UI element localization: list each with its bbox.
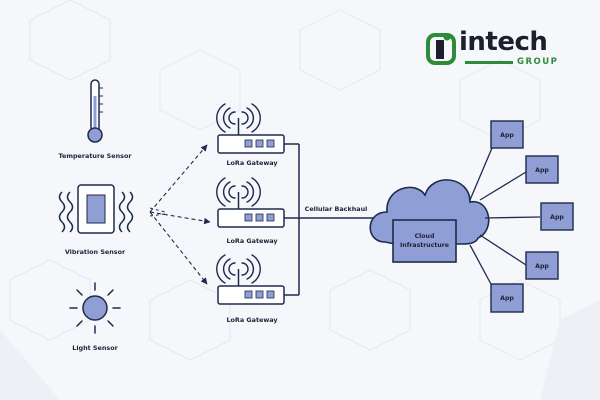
wifi-icon [216, 177, 261, 207]
lora-gateway-1 [216, 103, 285, 154]
sun-icon [69, 282, 121, 334]
intech-logo: intech GROUP [425, 27, 585, 70]
cloud-label-line2: Infrastructure [400, 242, 449, 249]
app-box-4: App [525, 251, 559, 280]
gateway-2-label: LoRa Gateway [226, 237, 278, 245]
app-box-2: App [525, 155, 559, 184]
logo-mark-icon [426, 33, 456, 65]
link-to-gateway-3 [149, 211, 208, 285]
app-box-3: App [540, 202, 574, 231]
app-3-label: App [550, 214, 564, 221]
vibration-icon [58, 184, 134, 234]
cloud-label-line1: Cloud [415, 233, 435, 240]
vibration-sensor-label: Vibration Sensor [65, 248, 126, 256]
app-box-1: App [490, 120, 524, 149]
app-box-5: App [490, 283, 524, 313]
light-sensor-label: Light Sensor [72, 344, 118, 352]
gateway-1-label: LoRa Gateway [226, 159, 278, 167]
app-2-label: App [535, 167, 549, 174]
lora-gateway-2 [216, 177, 285, 228]
wifi-icon [216, 254, 261, 284]
link-to-gateway-2 [149, 211, 211, 225]
backhaul-label: Cellular Backhaul [305, 205, 368, 213]
temperature-sensor-label: Temperature Sensor [58, 152, 132, 160]
vibration-dashes [149, 207, 166, 217]
logo-subtitle: GROUP [517, 57, 559, 67]
thermometer-icon [87, 79, 103, 143]
link-to-gateway-1 [149, 144, 208, 213]
backhaul-connector [284, 143, 380, 296]
lora-gateway-3 [216, 254, 285, 305]
app-4-label: App [535, 263, 549, 270]
cloud-infrastructure-box [392, 219, 457, 263]
logo-underline [465, 61, 513, 64]
app-1-label: App [500, 132, 514, 139]
gateway-3-label: LoRa Gateway [226, 316, 278, 324]
logo-wordmark: intech [459, 27, 548, 57]
app-5-label: App [500, 295, 514, 302]
wifi-icon [216, 103, 261, 133]
app-links [469, 147, 541, 287]
